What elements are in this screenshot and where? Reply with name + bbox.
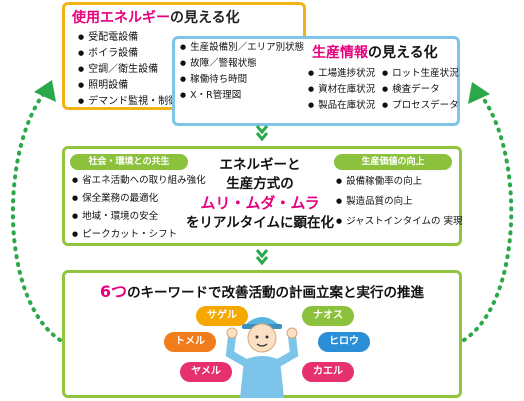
down-arrow-icon xyxy=(255,249,269,266)
shared-item: 故障／警報状態 xyxy=(180,56,304,72)
bottom-title-accent: 6つ xyxy=(99,282,128,301)
energy-item: 空調／衛生設備 xyxy=(78,62,178,78)
left-arrow-head xyxy=(34,80,56,102)
energy-item: デマンド監視・制御 xyxy=(78,94,178,110)
keyword-label: ナオス xyxy=(313,310,343,321)
right-arrow-head xyxy=(468,82,490,104)
right-item: 設備稼働率の向上 xyxy=(336,172,462,192)
bottom-title: 6つのキーワードで改善活動の計画立案と実行の推進 xyxy=(62,278,462,302)
center-line-1: エネルギーと xyxy=(219,157,301,173)
right-item-list: 設備稼働率の向上 製造品質の向上 ジャストインタイムの 実現 xyxy=(336,172,462,232)
left-item: ピークカット・シフト xyxy=(72,226,206,244)
down-arrow-icon xyxy=(255,125,269,142)
left-item: 省エネ活動への取り組み強化 xyxy=(72,172,206,190)
production-item: 工場進捗状況 xyxy=(308,66,375,82)
right-header-pill: 生産価値の向上 xyxy=(334,154,452,170)
energy-title-accent: 使用エネルギー xyxy=(72,10,170,26)
keyword-yameru: ヤメル xyxy=(180,362,232,382)
shared-item: 稼働待ち時間 xyxy=(180,72,304,88)
keyword-tomeru: トメル xyxy=(164,332,216,352)
production-title-rest: の見える化 xyxy=(368,45,438,61)
keyword-kaeru: カエル xyxy=(302,362,354,382)
keyword-label: トメル xyxy=(175,336,205,347)
production-item: ロット生産状況 xyxy=(382,66,459,82)
right-cycle-arrow xyxy=(462,92,514,342)
production-item: 資材在庫状況 xyxy=(308,82,375,98)
production-title-accent: 生産情報 xyxy=(312,45,368,61)
shared-item: 生産設備別／エリア別状態 xyxy=(180,40,304,56)
keyword-label: カエル xyxy=(313,366,343,377)
left-header-pill: 社会・環境との共生 xyxy=(70,154,188,170)
shared-item-list: 生産設備別／エリア別状態 故障／警報状態 稼働待ち時間 X・R管理図 xyxy=(180,40,304,104)
bottom-title-rest: のキーワードで改善活動の計画立案と実行の推進 xyxy=(127,285,425,301)
center-line-3: ムリ・ムダ・ムラ xyxy=(200,194,320,212)
shared-item: X・R管理図 xyxy=(180,88,304,104)
keyword-label: ヤメル xyxy=(191,366,221,377)
worker-figure-icon xyxy=(225,317,299,398)
production-item: 検査データ xyxy=(382,82,459,98)
energy-item: 照明設備 xyxy=(78,78,178,94)
keyword-label: ヒロウ xyxy=(329,336,359,347)
right-item: ジャストインタイムの 実現 xyxy=(336,212,462,232)
production-title: 生産情報の見える化 xyxy=(312,42,438,62)
center-line-4: をリアルタイムに顕在化 xyxy=(185,215,335,231)
production-right-list: ロット生産状況 検査データ プロセスデータ xyxy=(382,66,459,114)
production-item: プロセスデータ xyxy=(382,98,459,114)
left-item: 地域・環境の安全 xyxy=(72,208,206,226)
keyword-naosu: ナオス xyxy=(302,306,354,326)
keyword-hirou: ヒロウ xyxy=(318,332,370,352)
energy-title: 使用エネルギーの見える化 xyxy=(72,7,240,27)
center-line-2: 生産方式の xyxy=(226,176,294,192)
energy-item-list: 受配電設備 ボイラ設備 空調／衛生設備 照明設備 デマンド監視・制御 xyxy=(78,30,178,110)
right-item: 製造品質の向上 xyxy=(336,192,462,212)
energy-title-rest: の見える化 xyxy=(170,10,240,26)
left-cycle-arrow xyxy=(10,90,62,342)
left-item: 保全業務の最適化 xyxy=(72,190,206,208)
left-item-list: 省エネ活動への取り組み強化 保全業務の最適化 地域・環境の安全 ピークカット・シ… xyxy=(72,172,206,244)
production-item: 製品在庫状況 xyxy=(308,98,375,114)
keyword-sageru: サゲル xyxy=(196,306,248,326)
production-left-list: 工場進捗状況 資材在庫状況 製品在庫状況 xyxy=(308,66,375,114)
energy-item: 受配電設備 xyxy=(78,30,178,46)
keyword-label: サゲル xyxy=(207,310,237,321)
energy-item: ボイラ設備 xyxy=(78,46,178,62)
